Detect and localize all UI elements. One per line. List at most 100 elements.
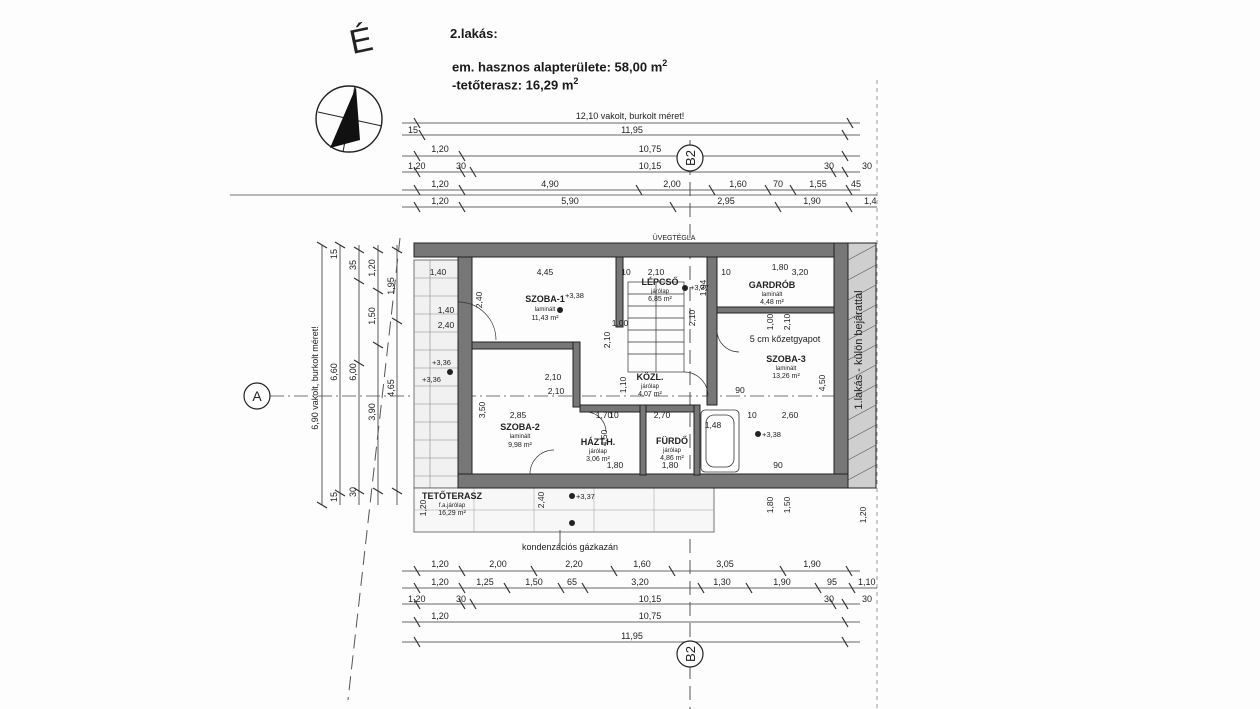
room-szoba2-area: 9,98 m² xyxy=(508,442,532,449)
dim-bot-r5-0: 11,95 xyxy=(621,631,643,641)
inner-dim-15: 90 xyxy=(735,385,745,395)
room-terasz-area: 16,29 m² xyxy=(438,510,466,517)
dim-top-r3-0: 1,20 xyxy=(431,144,449,154)
level-4: +3,37 xyxy=(576,492,595,501)
dim-bot-r4-1: 10,75 xyxy=(639,611,662,621)
dim-left-5: 1,20 xyxy=(367,259,377,277)
level-1: +3,37 xyxy=(690,283,709,292)
dim-left-total: 6,90 vakolt, burkolt méret! xyxy=(310,326,320,430)
dim-bot-r2-7: 95 xyxy=(827,577,837,587)
dim-left-7: 35 xyxy=(348,260,358,270)
dim-top-r3-1: 10,75 xyxy=(639,144,662,154)
dim-top-r6-1: 5,90 xyxy=(561,196,579,206)
dim-bot-r2-0: 1,20 xyxy=(431,577,449,587)
dim-bot-r1-5: 1,90 xyxy=(803,559,821,569)
bathtub xyxy=(700,409,740,473)
inner-dim-19: 2,85 xyxy=(510,410,527,420)
inner-dim-33: 10 xyxy=(621,267,631,277)
room-szoba1-area: 11,43 m² xyxy=(531,315,559,322)
inner-dim-2: 1,80 xyxy=(772,262,789,272)
room-szoba3-area: 13,26 m² xyxy=(772,373,800,380)
inner-dim-27: 90 xyxy=(773,460,783,470)
inner-dim-16: 2,10 xyxy=(545,372,562,382)
dim-top-r5-5: 1,55 xyxy=(809,179,827,189)
note-glass-block: ÜVEGTÉGLA xyxy=(653,233,696,242)
room-terasz-name: TETŐTERASZ xyxy=(422,490,483,501)
dim-top-r6-0: 1,20 xyxy=(431,196,449,206)
note-boiler: kondenzációs gázkazán xyxy=(522,542,618,552)
axis-b2-markers xyxy=(676,144,704,668)
inner-dim-9: 2,10 xyxy=(602,331,612,348)
dim-bot-r1-3: 1,60 xyxy=(633,559,651,569)
dim-top-r4-2: 10,15 xyxy=(639,161,662,171)
room-szoba3-name: SZOBA-3 xyxy=(766,354,806,364)
dim-top-r5-0: 1,20 xyxy=(431,179,449,189)
dim-top-r5-1: 4,90 xyxy=(541,179,559,189)
dim-top-r5-2: 2,00 xyxy=(663,179,681,189)
room-gardrob-floor: laminált xyxy=(762,292,783,298)
inner-dim-25: 1,80 xyxy=(607,460,624,470)
inner-dim-21: 2,70 xyxy=(654,410,671,420)
dim-left-0: 6,60 xyxy=(329,363,339,381)
door-swings xyxy=(457,301,740,475)
axis-a-label: A xyxy=(252,388,262,404)
dim-top-r2-1: 11,95 xyxy=(621,125,643,135)
dim-top-r4-1: 30 xyxy=(456,161,466,171)
usable-area-line: em. hasznos alapterülete: 58,00 m2 xyxy=(452,58,668,75)
note-flat1: 1.lakás - külön bejárattal xyxy=(853,290,865,409)
dim-bot-r3-0: 1,20 xyxy=(408,594,426,604)
dim-top-r4-4: 30 xyxy=(862,161,872,171)
room-kozl-name: KÖZL. xyxy=(637,372,664,382)
inner-dim-26: 1,80 xyxy=(662,460,679,470)
dim-bot-r4-0: 1,20 xyxy=(431,611,449,621)
inner-dim-31: 1,50 xyxy=(782,496,792,513)
room-szoba2-floor: laminált xyxy=(510,434,531,440)
inner-dim-3: 3,20 xyxy=(792,267,809,277)
room-lepcso-floor: járólap xyxy=(650,289,670,295)
inner-dim-10: 1,00 xyxy=(765,313,775,330)
inner-dim-8: 1,00 xyxy=(612,318,629,328)
staircase xyxy=(627,281,685,373)
dim-top-r6-4: 1,4 xyxy=(864,196,877,206)
dim-bot-r2-3: 65 xyxy=(567,577,577,587)
dim-left-10: 15 xyxy=(329,492,339,502)
inner-dim-22: 2,60 xyxy=(782,410,799,420)
inner-dim-24: 3,50 xyxy=(477,401,487,418)
inner-dim-7: 2,40 xyxy=(438,320,455,330)
dim-bot-r1-4: 3,05 xyxy=(716,559,734,569)
room-furdo-floor: járólap xyxy=(662,448,682,454)
inner-dim-14: 1,10 xyxy=(618,376,628,393)
dim-left-9: 30 xyxy=(348,487,358,497)
inner-dim-0: 4,45 xyxy=(537,267,554,277)
dim-top-r5-4: 70 xyxy=(773,179,783,189)
inner-dim-12: 1,94 xyxy=(698,279,708,296)
dim-bot-r1-1: 2,00 xyxy=(489,559,507,569)
dim-bot-r3-4: 30 xyxy=(862,594,872,604)
dim-top-r6-2: 2,95 xyxy=(717,196,735,206)
inner-dim-4: 1,40 xyxy=(430,267,447,277)
dim-top-r5-6: 45 xyxy=(851,179,861,189)
dim-bot-r3-3: 30 xyxy=(824,594,834,604)
dim-top-r4-3: 30 xyxy=(824,161,834,171)
axis-b2-top-label: B2 xyxy=(683,150,698,166)
inner-dim-35: 10 xyxy=(609,410,619,420)
dim-total-width: 12,10 vakolt, burkolt méret! xyxy=(576,111,685,121)
dim-bot-r2-1: 1,25 xyxy=(476,577,494,587)
room-hazt-area: 3,06 m² xyxy=(586,456,610,463)
level-3: +3,38 xyxy=(762,430,781,439)
inner-dim-28: 2,40 xyxy=(536,491,546,508)
inner-dim-13: 2,10 xyxy=(687,309,697,326)
inner-dim-18b: 4,50 xyxy=(817,374,827,391)
room-szoba2-name: SZOBA-2 xyxy=(500,422,540,432)
dim-left-2: 3,90 xyxy=(367,403,377,421)
room-gardrob-name: GARDRÓB xyxy=(749,279,796,290)
room-hazt-floor: járólap xyxy=(588,449,608,455)
level-5: +3,36 xyxy=(422,375,441,384)
inner-dim-11: 2,10 xyxy=(782,313,792,330)
inner-dim-34: 10 xyxy=(721,267,731,277)
dim-left-8: 15 xyxy=(329,249,339,259)
inner-dim-6: 1,40 xyxy=(438,305,455,315)
dim-top-r6-3: 1,90 xyxy=(803,196,821,206)
